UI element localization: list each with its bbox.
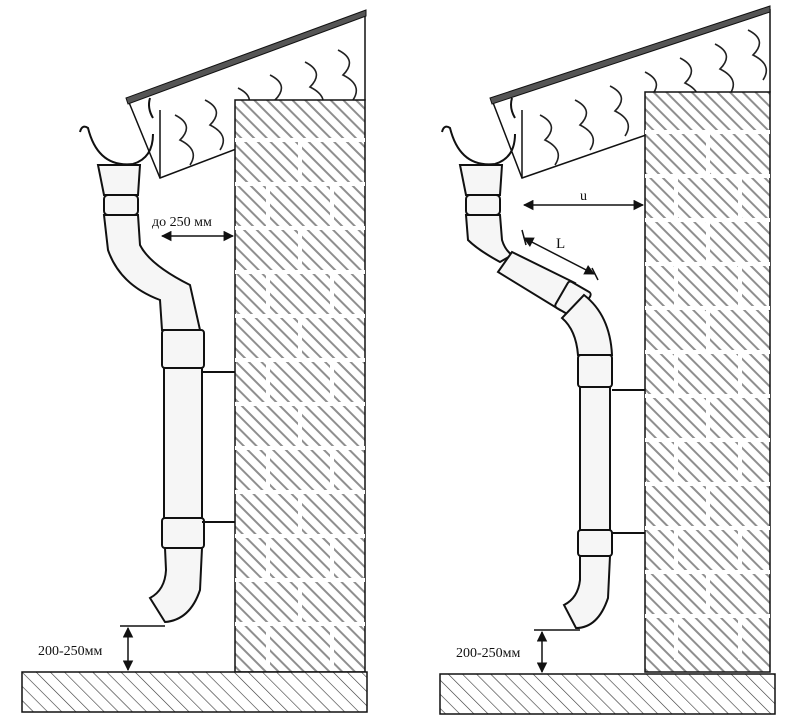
right-roof [489,5,771,179]
right-ground-gap-dimension: 200-250мм [456,629,580,674]
right-ground-gap-label: 200-250мм [456,646,521,661]
left-panel: до 250 мм 200-250мм [21,9,368,713]
left-ground-gap-dimension: 200-250мм [38,625,165,672]
right-segment-label: L [556,236,565,252]
right-brick-wall [644,91,771,673]
left-wall-gap-dimension: до 250 мм [152,215,235,242]
right-segment-dimension: L [521,229,599,281]
right-ground [439,673,776,715]
left-wall-gap-label: до 250 мм [152,215,212,230]
left-pipe-brackets [202,371,235,523]
right-pipe-brackets [612,389,645,534]
right-wall-gap-label: u [580,189,587,204]
left-downpipe [79,97,205,624]
left-brick-wall [234,99,366,673]
right-downpipe [441,97,614,630]
left-ground-gap-label: 200-250мм [38,644,103,659]
left-ground [21,671,368,713]
right-panel: u L 200-250мм [439,5,776,715]
right-wall-gap-dimension: u [522,189,645,211]
